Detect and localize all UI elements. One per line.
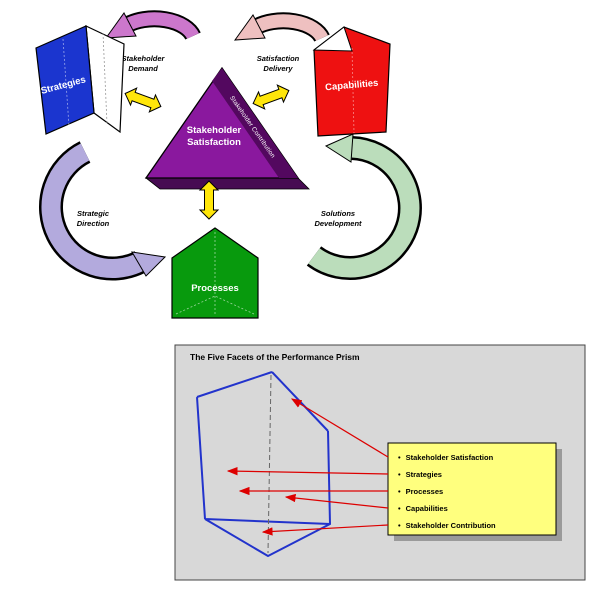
strategies-connector xyxy=(121,84,165,116)
processes-connector xyxy=(199,180,219,220)
stakeholder-satisfaction-label: Stakeholder xyxy=(187,125,242,136)
pointer-satisfaction xyxy=(290,398,389,458)
processes-facet: Processes xyxy=(171,227,259,319)
strategic-direction-label: Strategic xyxy=(77,209,110,218)
triangle-base-shadow xyxy=(144,177,310,190)
book-front-face xyxy=(35,25,95,135)
red-pointers xyxy=(226,398,389,536)
strategies-facet: Strategies xyxy=(35,25,125,135)
stakeholder-satisfaction-facet: Stakeholder Contribution Stakeholder Sat… xyxy=(144,66,310,190)
arrow-head xyxy=(233,14,266,41)
bullet: • xyxy=(398,453,401,462)
arrow-body xyxy=(308,138,420,278)
fold-line xyxy=(102,32,108,125)
pointer-capabilities xyxy=(284,493,389,509)
bullet: • xyxy=(398,504,401,513)
pointer-strategies xyxy=(226,466,389,476)
legend-box: •Stakeholder Satisfaction •Strategies •P… xyxy=(387,442,562,541)
capabilities-facet: Capabilities xyxy=(312,26,391,137)
fold-line xyxy=(62,38,70,127)
stakeholder-demand-label-2: Demand xyxy=(128,64,158,73)
solutions-development-arrow xyxy=(306,133,422,280)
legend-item: •Processes xyxy=(398,487,443,496)
solutions-development-label-2: Development xyxy=(314,219,362,228)
legend-item: •Capabilities xyxy=(398,504,448,513)
bullet: • xyxy=(398,487,401,496)
arrow-body xyxy=(41,143,145,278)
legend-item: •Stakeholder Satisfaction xyxy=(398,453,494,462)
stakeholder-demand-arrow xyxy=(104,10,201,41)
triangle-edge-band xyxy=(212,68,298,178)
legend-background xyxy=(387,442,557,536)
bullet: • xyxy=(398,521,401,530)
arrow-body xyxy=(252,14,328,42)
arrow-head xyxy=(104,12,137,39)
strategic-direction-label-2: Direction xyxy=(77,219,110,228)
panel-title: The Five Facets of the Performance Prism xyxy=(190,352,360,362)
arrow-head xyxy=(324,133,354,163)
arrow-body xyxy=(123,12,199,40)
legend-item: •Stakeholder Contribution xyxy=(398,521,496,530)
facets-panel: The Five Facets of the Performance Prism… xyxy=(174,344,586,581)
book-top-face xyxy=(312,26,353,52)
stakeholder-satisfaction-label-2: Satisfaction xyxy=(187,137,241,148)
prism-hidden-edge xyxy=(267,374,272,554)
capabilities-label: Capabilities xyxy=(325,78,379,94)
solutions-development-label: Solutions xyxy=(321,209,355,218)
arrow-head xyxy=(131,251,167,277)
stakeholder-demand-label: Stakeholder xyxy=(122,54,166,63)
satisfaction-delivery-label-2: Delivery xyxy=(263,64,293,73)
capabilities-connector xyxy=(249,81,293,113)
book-side-face xyxy=(85,25,125,134)
satisfaction-delivery-label: Satisfaction xyxy=(257,54,300,63)
strategic-direction-arrow xyxy=(39,141,167,281)
legend-item: •Strategies xyxy=(398,470,442,479)
bullet: • xyxy=(398,470,401,479)
processes-label: Processes xyxy=(191,283,239,294)
satisfaction-delivery-arrow xyxy=(233,12,330,43)
pointer-contribution xyxy=(261,524,389,536)
